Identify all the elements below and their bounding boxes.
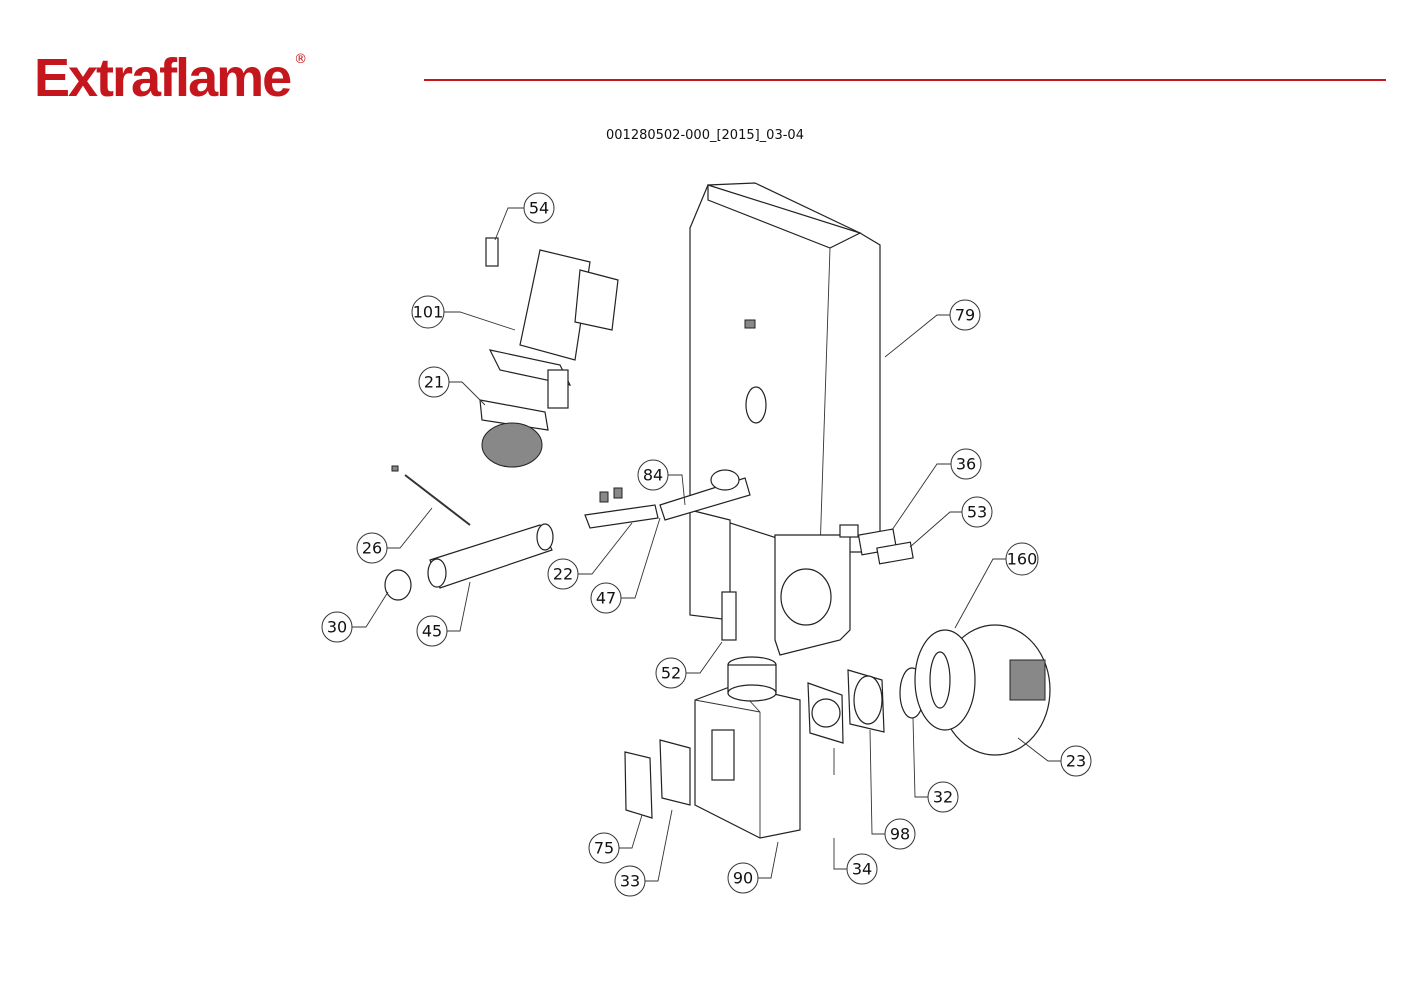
- svg-text:90: 90: [733, 869, 753, 888]
- svg-text:23: 23: [1066, 752, 1086, 771]
- svg-text:53: 53: [967, 503, 987, 522]
- gasket-34-hole: [811, 698, 841, 728]
- callout-79: 79: [949, 299, 981, 331]
- callout-34: 34: [846, 853, 878, 885]
- callout-98: 98: [884, 818, 916, 850]
- part-smoke-fan-23: [914, 624, 1051, 756]
- part-tube: [384, 465, 554, 601]
- svg-text:32: 32: [933, 788, 953, 807]
- callout-47: 47: [590, 582, 622, 614]
- document-code: 001280502-000_[2015]_03-04: [606, 128, 804, 143]
- svg-text:33: 33: [620, 872, 640, 891]
- svg-text:79: 79: [955, 306, 975, 325]
- registered-mark: ®: [294, 52, 308, 67]
- callout-26: 26: [356, 532, 388, 564]
- callout-30: 30: [321, 611, 353, 643]
- part-igniter-assembly: [584, 469, 751, 529]
- extraflame-logo: Extraflame ®: [34, 48, 307, 108]
- header-divider: [424, 79, 1386, 81]
- svg-text:84: 84: [643, 466, 663, 485]
- svg-text:160: 160: [1007, 550, 1038, 569]
- callout-36: 36: [950, 448, 982, 480]
- part-gasket-33: [659, 739, 691, 806]
- leader-lines: [352, 207, 1061, 882]
- svg-text:54: 54: [529, 199, 549, 218]
- callout-45: 45: [416, 615, 448, 647]
- svg-text:101: 101: [413, 303, 444, 322]
- svg-text:26: 26: [362, 539, 382, 558]
- svg-text:98: 98: [890, 825, 910, 844]
- callout-101: 101: [411, 295, 445, 329]
- svg-text:75: 75: [594, 839, 614, 858]
- callout-54: 54: [523, 192, 555, 224]
- svg-text:52: 52: [661, 664, 681, 683]
- callout-160: 160: [1005, 542, 1039, 576]
- callout-32: 32: [927, 781, 959, 813]
- part-collector-box: [694, 656, 801, 839]
- callout-53: 53: [961, 496, 993, 528]
- svg-text:21: 21: [424, 373, 444, 392]
- part-plate-53: [876, 541, 914, 565]
- part-bracket-52: [721, 591, 737, 641]
- part-cover-75: [624, 751, 653, 819]
- part-flange-98: [847, 669, 885, 733]
- callout-33: 33: [614, 865, 646, 897]
- callout-23: 23: [1060, 745, 1092, 777]
- svg-text:22: 22: [553, 565, 573, 584]
- callout-21: 21: [418, 366, 450, 398]
- svg-text:47: 47: [596, 589, 616, 608]
- callout-22: 22: [547, 558, 579, 590]
- svg-text:45: 45: [422, 622, 442, 641]
- part-gear-motor: [479, 399, 549, 468]
- svg-text:30: 30: [327, 618, 347, 637]
- part-body-panel: [689, 182, 881, 656]
- svg-text:34: 34: [852, 860, 872, 879]
- callout-90: 90: [727, 862, 759, 894]
- callout-84: 84: [637, 459, 669, 491]
- callout-52: 52: [655, 657, 687, 689]
- part-auger-motor-assembly: [485, 237, 619, 409]
- callout-75: 75: [588, 832, 620, 864]
- brand-name: Extraflame: [34, 48, 292, 108]
- svg-text:36: 36: [956, 455, 976, 474]
